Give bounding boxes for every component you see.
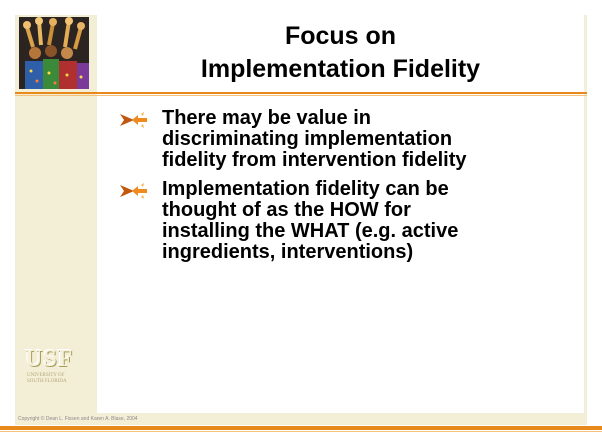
footer-bar <box>15 413 587 425</box>
bullet-text-2-line-1: Implementation fidelity can be <box>162 178 449 200</box>
usf-logo-sub-line-2: SOUTH FLORIDA <box>27 379 67 384</box>
arrow-bullet-icon <box>120 112 147 128</box>
bullet-text-2-line-4: ingredients, interventions) <box>162 241 414 263</box>
usf-logo-sub-line-1: UNIVERSITY OF <box>27 373 65 378</box>
title-line-2: Implementation Fidelity <box>200 55 481 83</box>
arrow-bullet-icon <box>120 183 147 199</box>
title-divider <box>15 92 587 94</box>
bullet-text-2-line-3: installing the WHAT (e.g. active <box>162 220 459 242</box>
title-line-1: Focus on <box>284 22 397 50</box>
raised-hands-clipart-icon <box>19 17 89 89</box>
usf-logo: USF UNIVERSITY OF SOUTH FLORIDA <box>25 346 83 390</box>
bullet-text-1-line-1: There may be value in <box>162 107 371 129</box>
bullet-text-2-line-2: thought of as the HOW for <box>162 199 411 221</box>
copyright-text: Copyright © Dean L. Fixsen and Karen A. … <box>18 416 138 422</box>
bullet-item-1: There may be value in discriminating imp… <box>118 108 568 171</box>
bullet-item-2: Implementation fidelity can be thought o… <box>118 179 568 263</box>
bullet-list: There may be value in discriminating imp… <box>118 108 568 271</box>
footer-divider <box>0 426 602 430</box>
bullet-text-1-line-2: discriminating implementation <box>162 128 453 150</box>
footer-divider-thin <box>0 431 602 432</box>
usf-logo-subtitle: UNIVERSITY OF SOUTH FLORIDA <box>27 373 67 385</box>
slide-title: Focus on Implementation Fidelity <box>97 20 584 86</box>
title-divider-thin <box>15 95 587 96</box>
usf-logo-text: USF <box>25 346 74 372</box>
bullet-text-1-line-3: fidelity from intervention fidelity <box>162 149 467 171</box>
right-border <box>584 15 587 425</box>
